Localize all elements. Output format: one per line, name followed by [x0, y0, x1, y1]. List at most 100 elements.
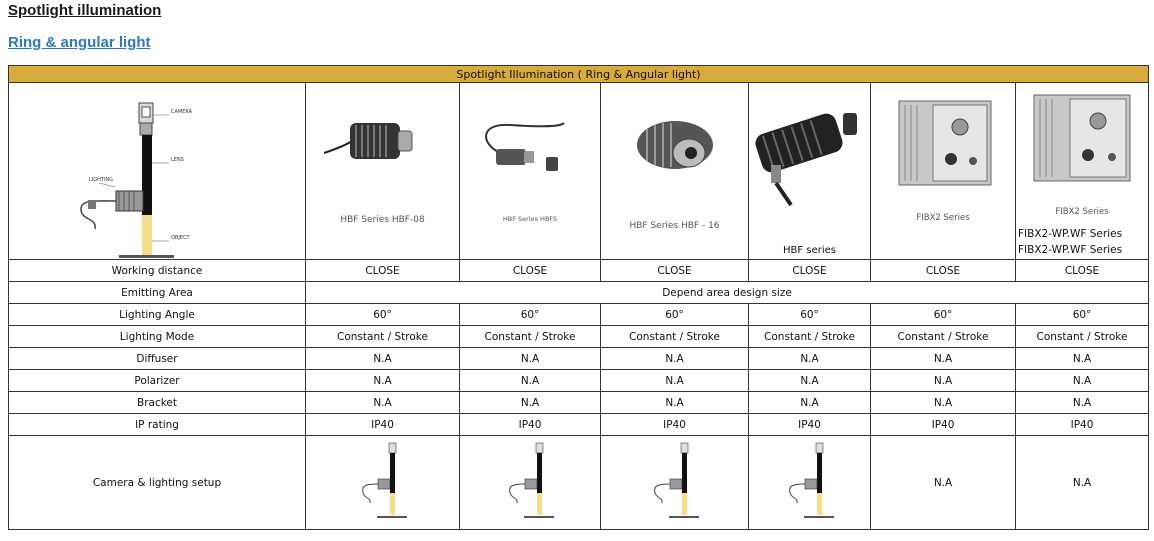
fiber-light-box-icon — [898, 100, 992, 186]
table-cell: N.A — [459, 391, 601, 414]
setup-diagram-cell: CAMERA LENS LIGHTING OBJECT — [8, 82, 306, 260]
table-cell: N.A — [1015, 347, 1149, 370]
table-row: Working distance CLOSE CLOSE CLOSE CLOSE… — [8, 259, 1149, 282]
table-cell: CLOSE — [459, 259, 601, 282]
merged-cell: Depend area design size — [305, 281, 1149, 304]
product-caption: HBF Series HBF-08 — [340, 215, 425, 225]
table-cell: N.A — [1015, 391, 1149, 414]
table-cell: Constant / Stroke — [459, 325, 601, 348]
table-cell: CLOSE — [870, 259, 1016, 282]
ring-angular-light-link[interactable]: Ring & angular light — [8, 34, 151, 51]
row-label: Polarizer — [8, 369, 306, 392]
spotlight-finned-large-icon — [755, 113, 857, 207]
page-title: Spotlight illumination — [8, 2, 162, 19]
table-row: IP rating IP40 IP40 IP40 IP40 IP40 IP40 — [8, 413, 1149, 436]
object-label: OBJECT — [171, 235, 190, 241]
product-variant: FIBX2-WP.WF Series — [1018, 244, 1123, 256]
setup-thumb-cell — [459, 435, 601, 530]
table-cell: CLOSE — [600, 259, 749, 282]
spotlight-finned-medium-icon — [637, 121, 713, 169]
product-caption: FIBX2 Series — [916, 213, 970, 223]
spotlight-mini-cable-icon — [485, 122, 565, 171]
table-cell: IP40 — [870, 413, 1016, 436]
table-cell: Constant / Stroke — [748, 325, 871, 348]
product-cell: HBF Series HBF - 16 — [600, 82, 749, 260]
product-variant: FIBX2-WP.WF Series — [1018, 228, 1123, 240]
setup-thumb-cell — [748, 435, 871, 530]
table-cell: N.A — [600, 369, 749, 392]
row-label: Lighting Angle — [8, 303, 306, 326]
table-cell: N.A — [305, 391, 460, 414]
product-cell: HBF series — [748, 82, 871, 260]
product-caption: FIBX2 Series — [1055, 207, 1109, 217]
table-cell: 60° — [305, 303, 460, 326]
table-cell: N.A — [459, 369, 601, 392]
row-label: Emitting Area — [8, 281, 306, 304]
row-label: Diffuser — [8, 347, 306, 370]
setup-thumb-cell — [305, 435, 460, 530]
table-cell: 60° — [459, 303, 601, 326]
table-cell: 60° — [600, 303, 749, 326]
table-cell: Constant / Stroke — [305, 325, 460, 348]
row-label: IP rating — [8, 413, 306, 436]
product-cell: FIBX2 Series — [870, 82, 1016, 260]
table-row: Emitting Area Depend area design size — [8, 281, 1149, 304]
camera-lighting-diagram — [80, 102, 174, 258]
table-row: Lighting Angle 60° 60° 60° 60° 60° 60° — [8, 303, 1149, 326]
table-row: Lighting Mode Constant / Stroke Constant… — [8, 325, 1149, 348]
product-caption: HBF Series HBFS — [502, 215, 558, 223]
table-cell: Constant / Stroke — [870, 325, 1016, 348]
lighting-label: LIGHTING — [89, 177, 114, 183]
camera-label: CAMERA — [171, 109, 193, 115]
setup-thumb-cell — [600, 435, 749, 530]
product-cell: HBF Series HBF-08 — [305, 82, 460, 260]
table-cell: 60° — [870, 303, 1016, 326]
table-cell: Constant / Stroke — [1015, 325, 1149, 348]
table-cell: IP40 — [459, 413, 601, 436]
setup-thumbnail-icon — [788, 442, 834, 518]
table-cell: CLOSE — [305, 259, 460, 282]
product-cell: HBF Series HBFS — [459, 82, 601, 260]
spotlight-finned-small-icon — [323, 123, 413, 159]
table-cell: N.A — [1015, 435, 1149, 530]
table-cell: N.A — [1015, 369, 1149, 392]
table-cell: 60° — [1015, 303, 1149, 326]
table-cell: N.A — [305, 369, 460, 392]
table-cell: N.A — [870, 435, 1016, 530]
row-label: Lighting Mode — [8, 325, 306, 348]
table-cell: IP40 — [305, 413, 460, 436]
row-label: Bracket — [8, 391, 306, 414]
table-title: Spotlight Illumination ( Ring & Angular … — [8, 65, 1149, 83]
table-cell: IP40 — [1015, 413, 1149, 436]
table-cell: N.A — [459, 347, 601, 370]
table-cell: N.A — [748, 347, 871, 370]
table-cell: CLOSE — [1015, 259, 1149, 282]
row-label: Working distance — [8, 259, 306, 282]
table-cell: IP40 — [748, 413, 871, 436]
table-cell: CLOSE — [748, 259, 871, 282]
table-cell: N.A — [600, 391, 749, 414]
lens-label: LENS — [171, 157, 184, 163]
table-cell: 60° — [748, 303, 871, 326]
table-cell: N.A — [870, 347, 1016, 370]
fiber-light-box-icon — [1033, 94, 1131, 182]
table-row: Diffuser N.A N.A N.A N.A N.A N.A — [8, 347, 1149, 370]
table-row: Bracket N.A N.A N.A N.A N.A N.A — [8, 391, 1149, 414]
table-cell: N.A — [305, 347, 460, 370]
table-cell: N.A — [870, 369, 1016, 392]
table-cell: N.A — [748, 369, 871, 392]
table-row: Polarizer N.A N.A N.A N.A N.A N.A — [8, 369, 1149, 392]
product-caption: HBF Series HBF - 16 — [629, 221, 720, 231]
table-row: Camera & lighting setup — [8, 435, 1149, 530]
setup-thumbnail-icon — [653, 442, 699, 518]
row-label: Camera & lighting setup — [8, 435, 306, 530]
table-cell: Constant / Stroke — [600, 325, 749, 348]
product-cell: FIBX2 Series FIBX2-WP.WF Series FIBX2-WP… — [1015, 82, 1149, 260]
table-cell: IP40 — [600, 413, 749, 436]
setup-thumbnail-icon — [361, 442, 407, 518]
setup-thumbnail-icon — [509, 442, 554, 518]
table-cell: N.A — [600, 347, 749, 370]
product-caption: HBF series — [783, 245, 836, 256]
table-cell: N.A — [870, 391, 1016, 414]
spec-table: Spotlight Illumination ( Ring & Angular … — [8, 65, 1149, 530]
